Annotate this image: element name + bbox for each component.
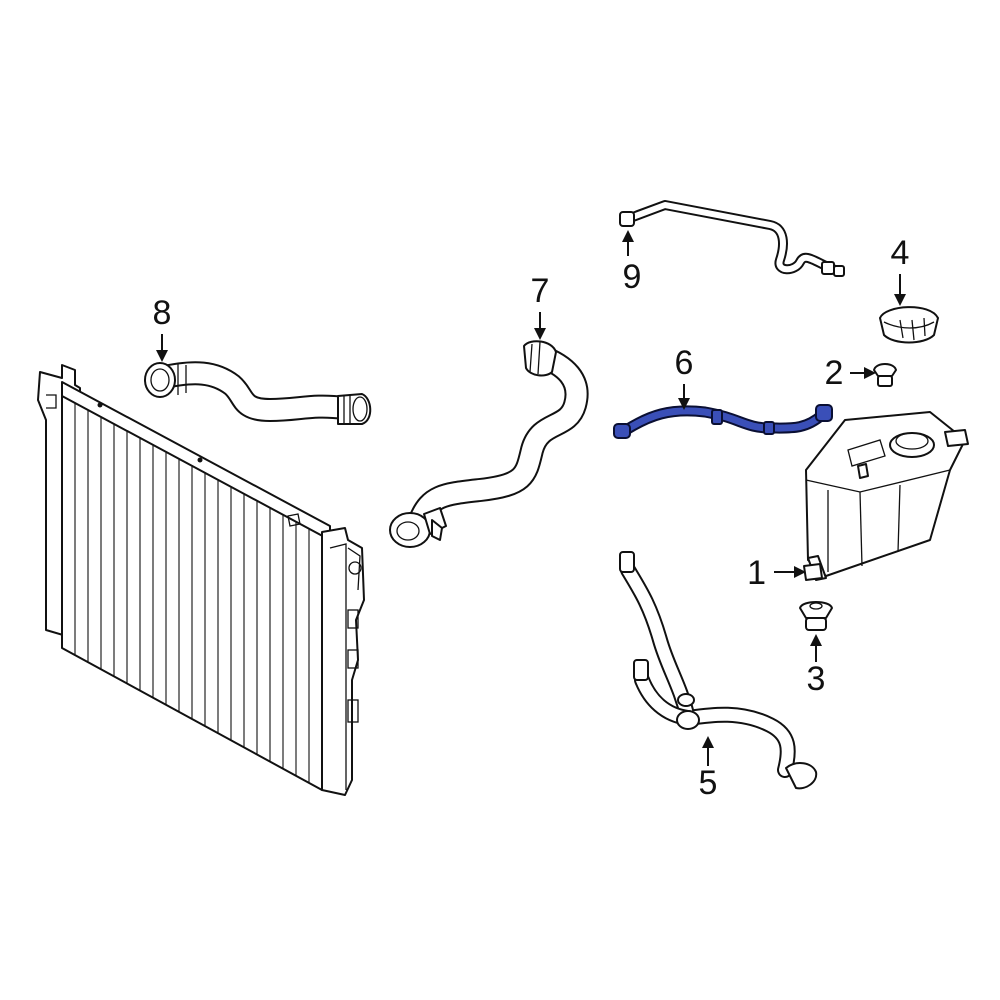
callout-3: 3	[807, 634, 826, 698]
callout-4: 4	[891, 234, 910, 306]
tank-bracket	[803, 563, 823, 581]
callout-4-number: 4	[891, 234, 910, 272]
callout-7: 7	[531, 272, 550, 340]
bleeder-screw	[873, 363, 897, 387]
tank-cap	[879, 306, 939, 344]
coolant-return-hose	[619, 551, 818, 790]
callout-9-number: 9	[623, 258, 642, 296]
callout-7-number: 7	[531, 272, 550, 310]
mounting-grommet	[799, 601, 833, 631]
callout-6-number: 6	[675, 344, 694, 382]
callout-9: 9	[622, 230, 641, 296]
callout-8-number: 8	[153, 294, 172, 332]
expansion-tank	[805, 411, 969, 581]
callout-2: 2	[825, 354, 876, 392]
callout-1: 1	[747, 554, 806, 592]
callout-8: 8	[153, 294, 172, 362]
radiator	[37, 364, 365, 796]
coolant-pipe	[619, 200, 845, 277]
callout-5-number: 5	[699, 764, 718, 802]
callout-3-number: 3	[807, 660, 826, 698]
lower-radiator-hose	[389, 340, 589, 548]
radiator-fins	[74, 397, 310, 783]
upper-radiator-hose	[144, 361, 372, 425]
callout-2-number: 2	[825, 354, 844, 392]
callout-1-number: 1	[747, 554, 766, 592]
callout-6: 6	[675, 344, 694, 410]
callout-5: 5	[699, 736, 718, 802]
highlighted-coolant-hose	[613, 404, 833, 439]
